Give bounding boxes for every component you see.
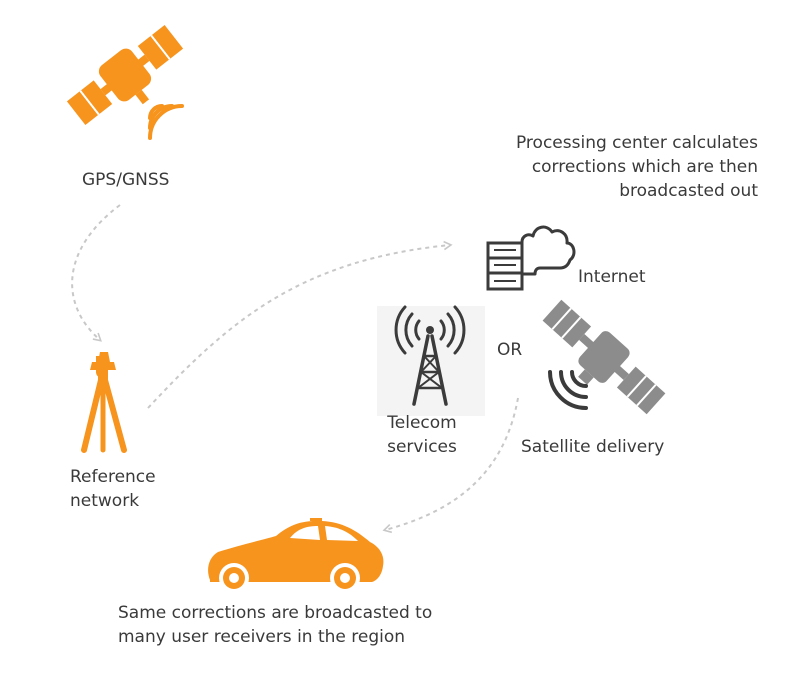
survey-tripod-icon: [81, 352, 127, 453]
cloud-icon: [520, 225, 576, 276]
satellite-icon: [66, 25, 184, 125]
arrow-gps-to-reference: [71, 204, 121, 342]
server-icon: [486, 241, 524, 291]
arrow-reference-to-internet: [147, 240, 453, 409]
satellite-delivery-icon: [542, 299, 666, 415]
cell-tower-icon: [394, 305, 466, 406]
telecom-label: Telecom services: [387, 413, 457, 457]
internet-label: Internet: [578, 267, 646, 287]
signal-waves: [148, 104, 184, 140]
user-receivers-label: Same corrections are broadcasted to many…: [118, 603, 433, 647]
satellite-delivery-label: Satellite delivery: [521, 437, 665, 457]
car-icon: [208, 518, 384, 593]
processing-center-label: Processing center calculates corrections…: [515, 133, 758, 201]
delivery-signal-waves: [548, 370, 588, 410]
gps-label: GPS/GNSS: [82, 170, 170, 190]
arrow-delivery-to-car: [382, 397, 519, 534]
or-label: OR: [497, 340, 523, 360]
reference-network-label: Reference network: [70, 467, 156, 511]
